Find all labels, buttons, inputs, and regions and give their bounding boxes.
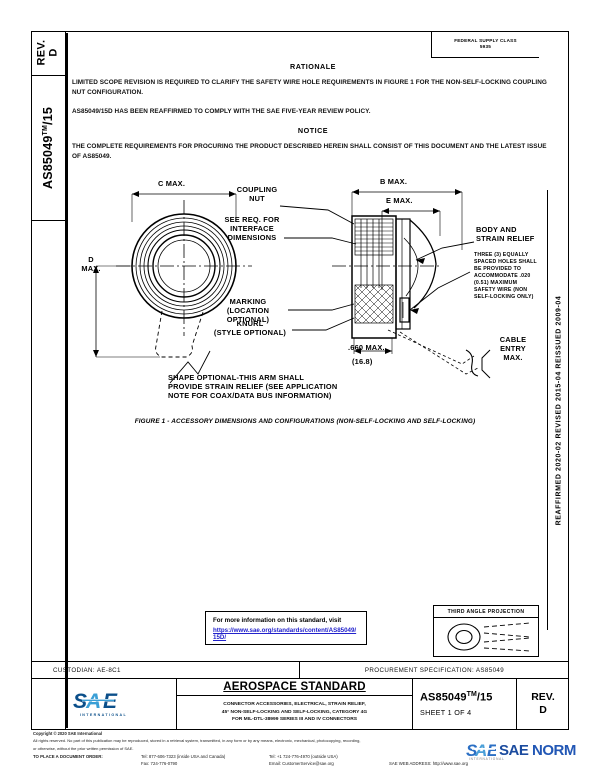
fsc-value: 5935 xyxy=(479,44,492,49)
figure-caption: FIGURE 1 - ACCESSORY DIMENSIONS AND CONF… xyxy=(134,418,476,425)
drawing-label-b-max: B MAX. xyxy=(380,177,408,186)
drawing-label-cable-entry: CABLE ENTRY MAX. xyxy=(499,335,527,362)
drawing-label-660-max-mm: (16.8) xyxy=(352,357,373,366)
title-block-doc-number: AS85049 xyxy=(420,691,467,704)
standard-description-line-1: CONNECTOR ACCESSORIES, ELECTRICAL, STRAI… xyxy=(223,702,366,708)
drawing-label-body-strain-relief: BODY AND STRAIN RELIEF xyxy=(476,225,535,243)
left-tab-document-number: AS85049TM/15 xyxy=(31,76,65,221)
notice-paragraph-1: THE COMPLETE REQUIREMENTS FOR PROCURING … xyxy=(72,142,547,160)
title-block-revision-cell: REV. D xyxy=(517,679,569,729)
third-angle-projection-symbol xyxy=(434,618,538,657)
federal-supply-class-box: FEDERAL SUPPLY CLASS 5935 xyxy=(431,31,539,58)
footer-order-label: TO PLACE A DOCUMENT ORDER: xyxy=(33,754,103,760)
third-angle-projection-title: THIRD ANGLE PROJECTION xyxy=(434,606,538,618)
drawing-label-interface-dimensions: SEE REQ. FOR INTERFACE DIMENSIONS xyxy=(224,215,280,242)
drawing-vector-art xyxy=(93,189,491,384)
rationale-heading: RATIONALE xyxy=(290,62,336,71)
fsc-label: FEDERAL SUPPLY CLASS xyxy=(454,37,517,43)
standard-description-line-2: 45° NON-SELF-LOCKING AND SELF-LOCKING, C… xyxy=(221,709,368,715)
svg-text:A: A xyxy=(85,691,101,712)
revision-history-text: REAFFIRMED 2020-02 REVISED 2015-04 REISS… xyxy=(555,295,563,525)
custodian-band: CUSTODIAN: AE-8C1 PROCUREMENT SPECIFICAT… xyxy=(31,661,569,679)
drawing-label-safety-wire-note: THREE (3) EQUALLY SPACED HOLES SHALL BE … xyxy=(474,252,537,301)
notice-heading: NOTICE xyxy=(297,125,329,135)
left-tab-rev-value: D xyxy=(47,48,59,58)
footer-copyright: Copyright © 2020 SAE International xyxy=(33,731,102,736)
drawing-label-shape-optional: SHAPE OPTIONAL-THIS ARM SHALL PROVIDE ST… xyxy=(168,373,338,400)
footer-order-row-2: Fax: 724-776-0790 Email: CustomerService… xyxy=(33,761,590,767)
title-block-doc-suffix: /15 xyxy=(476,691,493,704)
left-tab-doc-trademark: TM xyxy=(41,124,49,136)
drawing-label-coupling-nut: COUPLING NUT xyxy=(236,185,278,203)
left-tab-column: REV. D AS85049TM/15 SAE Technical Standa… xyxy=(31,31,66,730)
title-block-sheet: SHEET 1 OF 4 xyxy=(420,707,472,717)
title-block-rev-value: D xyxy=(539,704,547,716)
title-block-trademark: TM xyxy=(466,691,477,699)
custodian-label: CUSTODIAN: AE-8C1 xyxy=(31,662,300,678)
rationale-paragraph-2: AS85049/15D HAS BEEN REAFFIRMED TO COMPL… xyxy=(72,107,371,115)
drawing-label-c-max: C MAX. xyxy=(158,179,186,188)
sheet-inner-border xyxy=(66,33,562,728)
standard-info-label: For more information on this standard, v… xyxy=(213,617,342,624)
left-tab-rev-label: REV. xyxy=(35,40,48,66)
drawing-label-660-max: .660 MAX. xyxy=(348,343,385,352)
svg-text:E: E xyxy=(103,691,118,712)
standard-info-link[interactable]: https://www.sae.org/standards/content/AS… xyxy=(213,627,357,641)
footer-rights-line-2: or otherwise, without the prior written … xyxy=(33,746,134,752)
standard-info-box: For more information on this standard, v… xyxy=(205,611,367,645)
sae-logo: S A E INTERNATIONAL xyxy=(73,691,135,717)
sae-logo-icon: S A E xyxy=(73,691,118,712)
left-tab-revision: REV. D xyxy=(31,31,65,76)
procurement-specification: PROCUREMENT SPECIFICATION: AS85049 xyxy=(364,666,505,674)
drawing-label-e-max: E MAX. xyxy=(386,196,413,205)
footer-fax: Fax: 724-776-0790 xyxy=(141,760,178,766)
title-block-logo-cell: S A E INTERNATIONAL xyxy=(31,679,177,729)
drawing-label-knurl: KNURL (STYLE OPTIONAL) xyxy=(213,319,287,337)
sae-logo-subtitle: INTERNATIONAL xyxy=(79,713,128,717)
title-block-number-cell: AS85049TM/15 SHEET 1 OF 4 xyxy=(413,679,517,729)
standard-description-line-3: FOR MIL-DTL-38999 SERIES III AND IV CONN… xyxy=(232,717,357,723)
title-block-description-cell: AEROSPACE STANDARD CONNECTOR ACCESSORIES… xyxy=(177,679,413,729)
legal-disclaimer-vertical: SAE Technical Standards Board Rules prov… xyxy=(31,227,66,707)
engineering-drawing: C MAX. D MAX. B MAX. E MAX. COUPLING NUT… xyxy=(70,177,540,428)
standard-type-title: AEROSPACE STANDARD xyxy=(177,679,412,696)
left-tab-doc-number: AS85049 xyxy=(41,135,55,190)
footer-web: SAE WEB ADDRESS: http://www.sae.org xyxy=(389,760,469,766)
title-block-doc-number-group: AS85049TM/15 xyxy=(420,691,492,704)
title-block-rev-label: REV. xyxy=(531,690,555,703)
footer-email: Email: CustomerService@sae.org xyxy=(269,760,334,766)
rationale-paragraph-1: LIMITED SCOPE REVISION IS REQUIRED TO CL… xyxy=(72,79,547,96)
svg-text:S: S xyxy=(73,691,87,712)
drawing-label-marking: MARKING (LOCATION OPTIONAL) xyxy=(226,297,270,324)
left-tab-doc-suffix: /15 xyxy=(41,106,55,125)
footer-tel-intl: Tel: +1 724-776-4970 (outside USA) xyxy=(269,754,338,760)
page-footer: Copyright © 2020 SAE International All r… xyxy=(33,731,590,767)
title-block: S A E INTERNATIONAL AEROSPACE STANDARD C… xyxy=(31,679,569,730)
revision-history-strip: REAFFIRMED 2020-02 REVISED 2015-04 REISS… xyxy=(547,190,569,630)
third-angle-projection-box: THIRD ANGLE PROJECTION xyxy=(433,605,539,657)
standard-description: CONNECTOR ACCESSORIES, ELECTRICAL, STRAI… xyxy=(177,696,412,729)
drawing-label-d-max: D MAX. xyxy=(81,255,101,273)
footer-tel-usa: Tel: 877-606-7323 (inside USA and Canada… xyxy=(141,754,226,760)
footer-order-row-1: TO PLACE A DOCUMENT ORDER: Tel: 877-606-… xyxy=(33,754,590,760)
document-body: RATIONALE LIMITED SCOPE REVISION IS REQU… xyxy=(72,62,554,171)
footer-rights-line-1: All rights reserved. No part of this pub… xyxy=(33,738,361,744)
